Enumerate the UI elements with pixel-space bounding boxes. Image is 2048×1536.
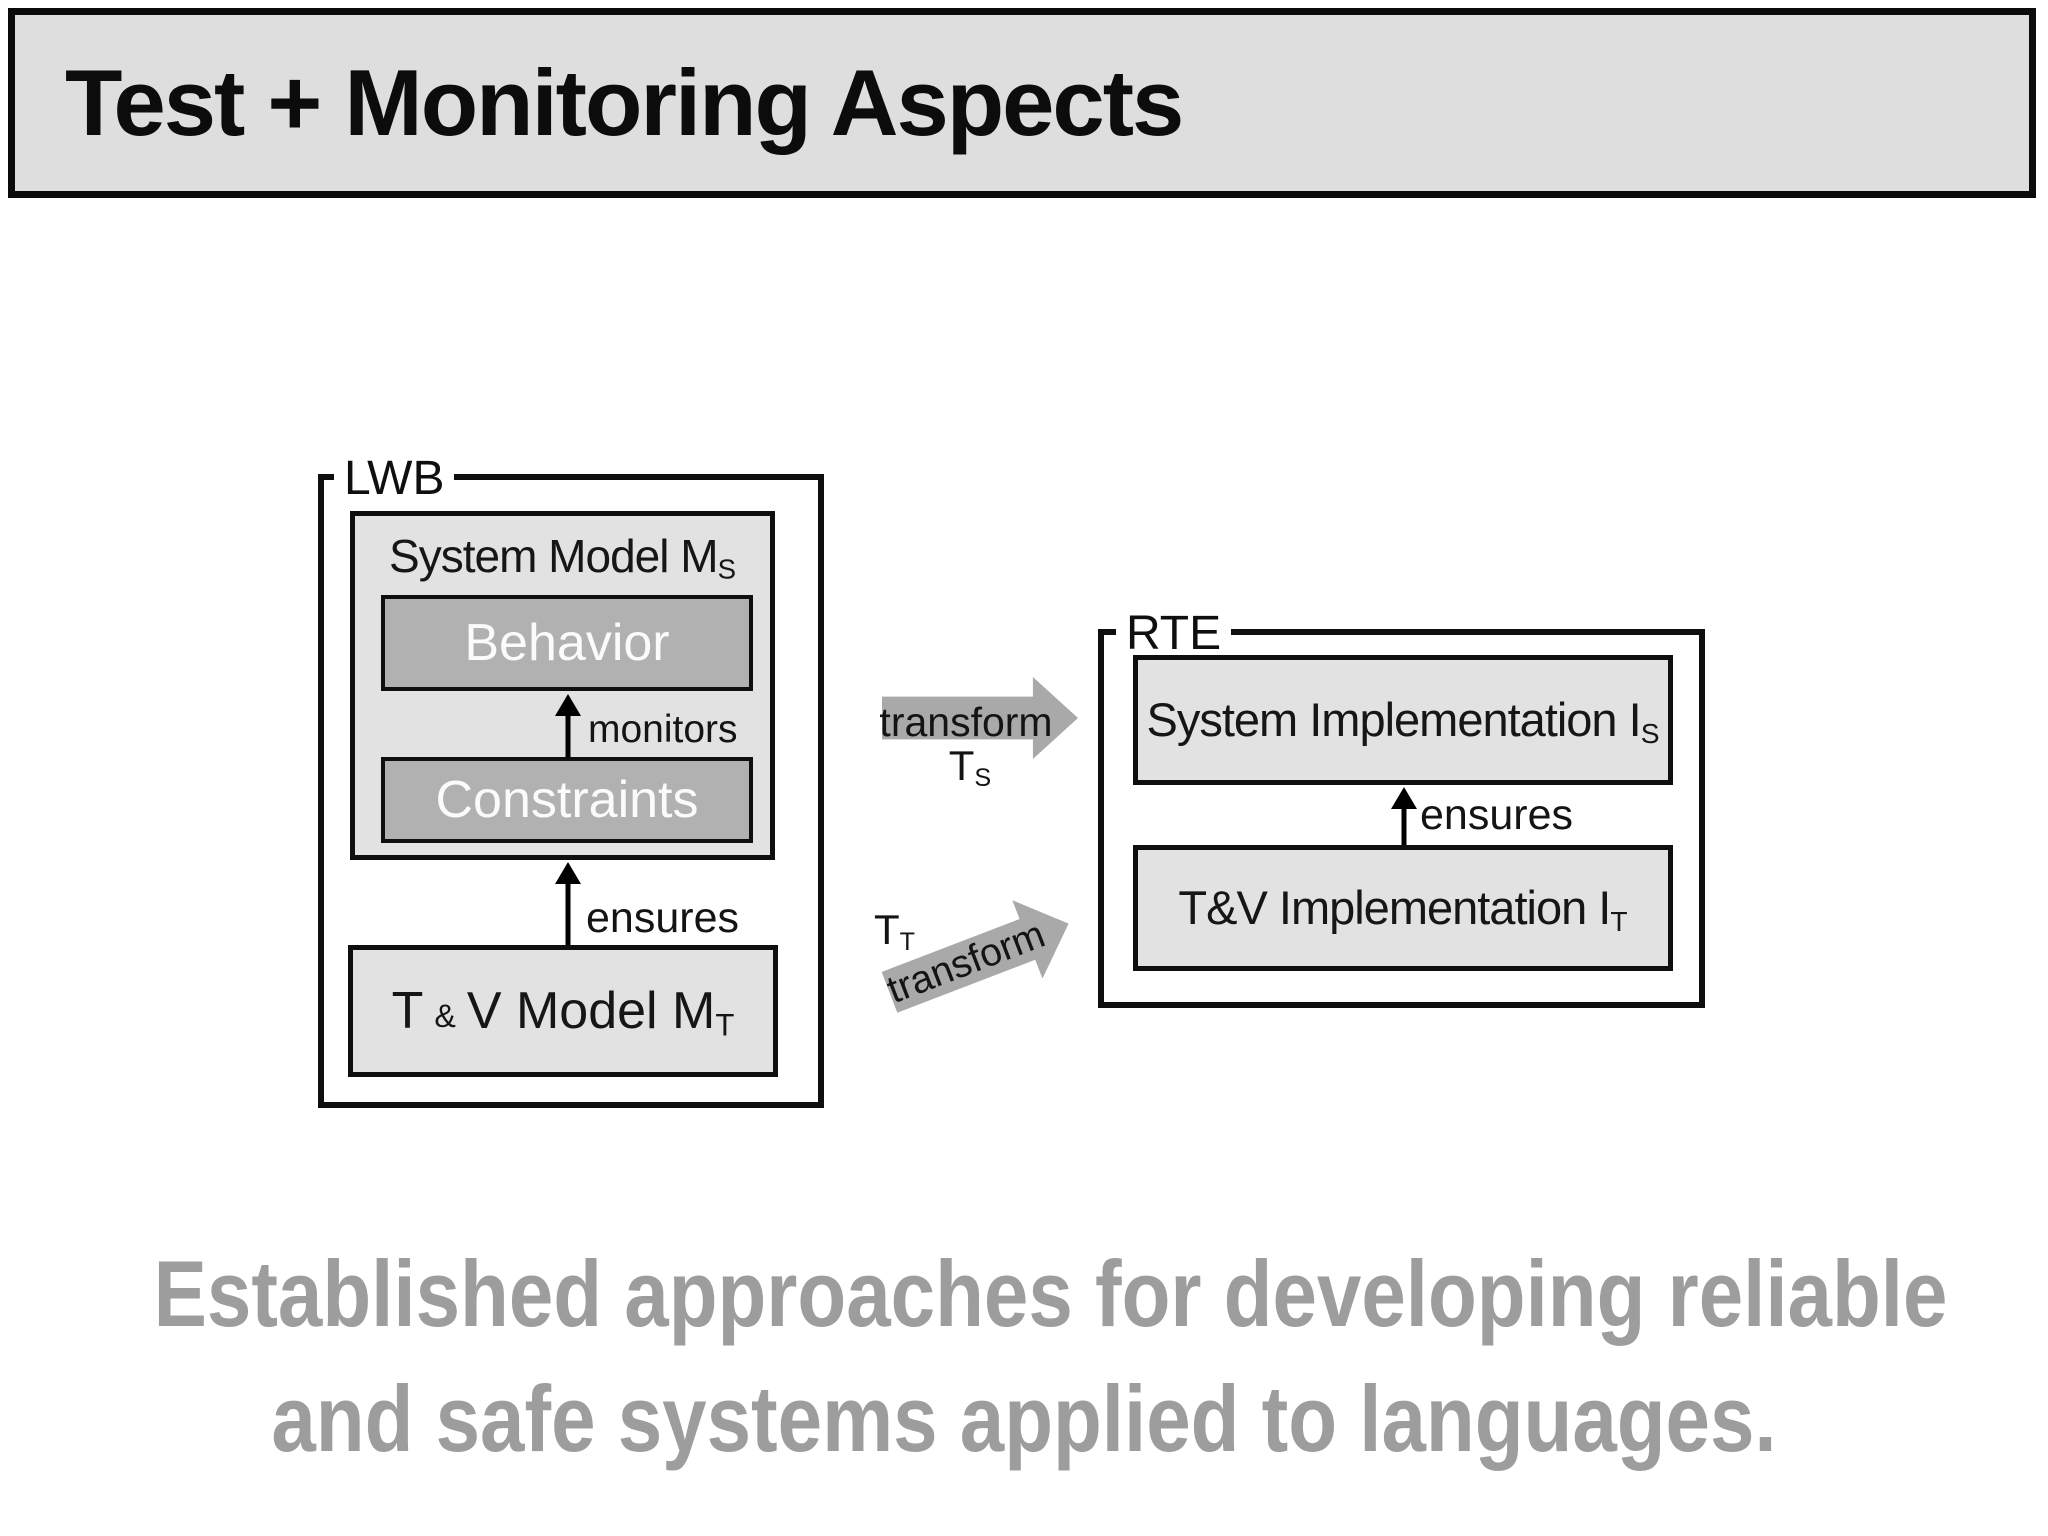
arrow-shaft	[565, 879, 571, 946]
caption-line-2: and safe systems applied to languages.	[271, 1366, 1777, 1471]
rte-ensures-label: ensures	[1420, 791, 1573, 839]
system-implementation-box: System Implementation IS	[1133, 655, 1673, 785]
arrow-shaft	[1401, 804, 1407, 845]
rte-group-label: RTE	[1116, 607, 1232, 661]
tv-model-box: T&V Model MT	[348, 945, 778, 1077]
arrow-shaft	[565, 711, 571, 758]
title-bar: Test + Monitoring Aspects	[8, 8, 2036, 198]
rte-group-box: RTE	[1098, 607, 1705, 1008]
behavior-box: Behavior	[381, 595, 753, 691]
system-impl-subscript: S	[1640, 716, 1660, 749]
rte-ensures-arrow	[1390, 787, 1418, 845]
tv-implementation-box: T&V Implementation IT	[1133, 845, 1673, 971]
page-title: Test + Monitoring Aspects	[65, 50, 1184, 155]
constraints-label: Constraints	[435, 771, 699, 829]
arrowhead-icon	[1391, 787, 1417, 809]
arrowhead-icon	[555, 862, 581, 884]
arrowhead-icon	[555, 694, 581, 716]
transform-top-symbol: TS	[948, 742, 992, 793]
tv-model-subscript: T	[715, 1007, 735, 1043]
lwb-group-box: LWB	[318, 452, 824, 1108]
transform-top-label: transform	[879, 699, 1053, 745]
lwb-ensures-label: ensures	[586, 894, 739, 942]
lwb-group-label: LWB	[334, 452, 455, 506]
lwb-ensures-arrow	[554, 862, 582, 946]
system-model-subscript: S	[717, 553, 736, 585]
monitors-label: monitors	[588, 708, 738, 751]
transform-bottom-symbol: TT	[874, 906, 916, 957]
caption-line-1: Established approaches for developing re…	[153, 1241, 1948, 1346]
ampersand: &	[434, 998, 456, 1035]
monitors-arrow	[554, 694, 582, 758]
behavior-label: Behavior	[464, 614, 670, 672]
tv-impl-subscript: T	[1610, 904, 1628, 937]
constraints-box: Constraints	[381, 757, 753, 843]
system-model-label: System Model MS	[389, 530, 736, 585]
